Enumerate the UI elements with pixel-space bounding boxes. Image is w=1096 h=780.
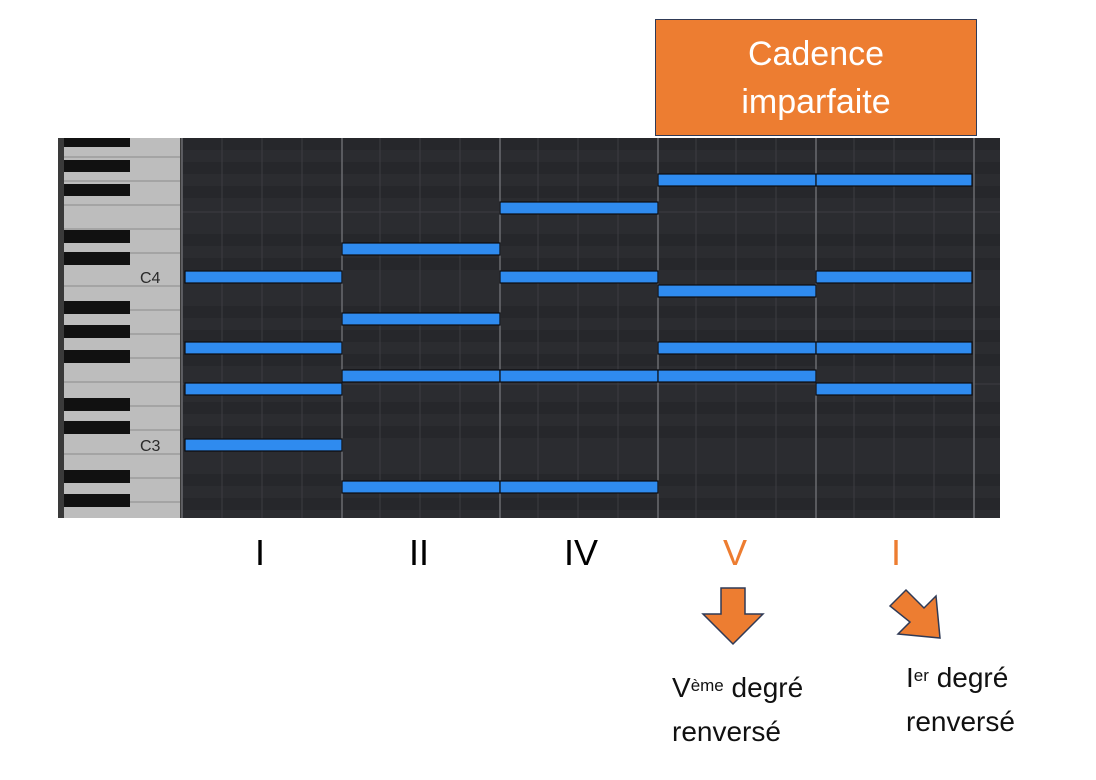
degree-label-4: V xyxy=(722,532,747,573)
piano-roll-canvas: C4 C3 xyxy=(58,138,1000,518)
annotation-i-superscript: er xyxy=(913,666,929,685)
notes-chord-2 xyxy=(341,242,501,494)
note xyxy=(341,312,501,326)
note xyxy=(657,341,817,355)
annotation-i-roman: I xyxy=(906,662,914,693)
annotation-fifth-degree: Vème degré renversé xyxy=(672,666,803,754)
degree-label-1: I xyxy=(254,532,265,573)
note xyxy=(815,382,973,396)
note xyxy=(657,369,817,383)
notes-chord-5 xyxy=(815,173,973,396)
note xyxy=(815,173,973,187)
note xyxy=(815,341,973,355)
note xyxy=(657,173,817,187)
grid-bar-lines xyxy=(181,138,975,518)
notes-chord-1 xyxy=(184,270,343,452)
note xyxy=(184,438,343,452)
note xyxy=(341,369,501,383)
notes-chord-4 xyxy=(657,173,817,383)
annotation-v-line2: renversé xyxy=(672,716,781,747)
grid-minor-lines xyxy=(182,138,1000,518)
note xyxy=(815,270,973,284)
piano-roll: C4 C3 xyxy=(58,138,1000,518)
note xyxy=(341,480,501,494)
black-keys xyxy=(64,138,130,507)
annotation-first-degree: Ier degré renversé xyxy=(906,656,1015,744)
note xyxy=(184,270,343,284)
c3-label: C3 xyxy=(140,438,161,455)
grid-background xyxy=(182,138,1000,518)
note xyxy=(499,270,659,284)
note xyxy=(657,284,817,298)
cadence-line1: Cadence xyxy=(747,34,885,73)
degree-label-2: II xyxy=(408,532,429,573)
annotation-v-superscript: ème xyxy=(690,676,724,695)
diagonal-arrow-icon xyxy=(888,588,941,639)
down-arrow-icon xyxy=(701,587,765,646)
annotation-i-text: degré xyxy=(936,662,1009,693)
degree-label-5: I xyxy=(890,532,901,573)
note xyxy=(184,341,343,355)
annotation-i-line2: renversé xyxy=(906,706,1015,737)
cadence-label-box: Cadence imparfaite xyxy=(655,19,977,136)
annotation-v-text: degré xyxy=(731,672,804,703)
annotation-v-roman: V xyxy=(672,672,691,703)
note xyxy=(341,242,501,256)
cadence-line2: imparfaite xyxy=(741,82,891,121)
degree-label-3: IV xyxy=(563,532,598,573)
notes-chord-3 xyxy=(499,201,659,494)
note xyxy=(184,382,343,396)
note xyxy=(499,369,659,383)
note xyxy=(499,201,659,215)
note xyxy=(499,480,659,494)
c4-label: C4 xyxy=(140,270,161,287)
